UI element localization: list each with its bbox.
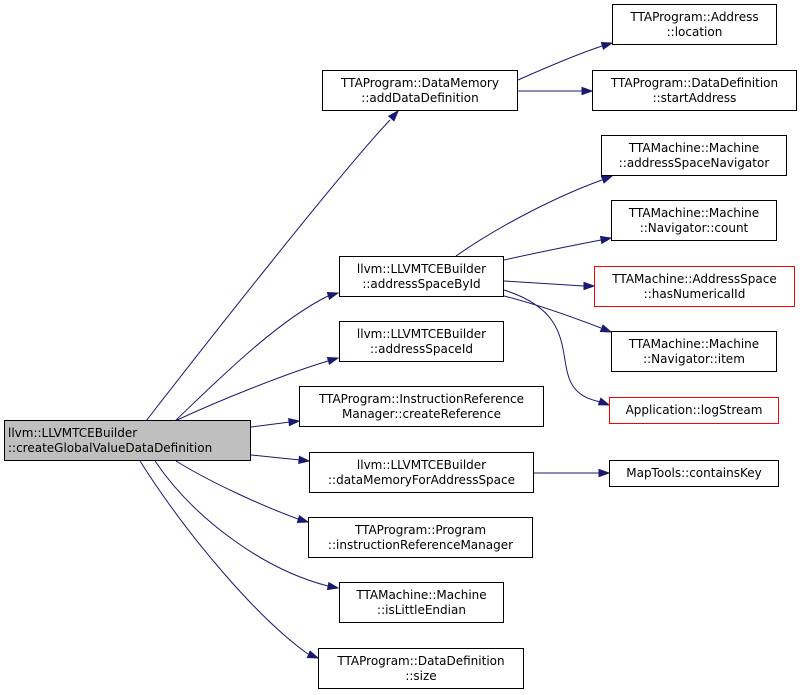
node-n13[interactable]: MapTools::containsKey bbox=[609, 460, 779, 487]
edge-n4-to-n7 bbox=[503, 280, 585, 287]
node-n10-line-1: llvm::LLVMTCEBuilder bbox=[356, 326, 487, 341]
arrowhead-root-to-n15 bbox=[326, 581, 340, 591]
edge-n4-to-n5 bbox=[455, 179, 603, 257]
node-n11[interactable]: TTAProgram::InstructionReference Manager… bbox=[299, 386, 544, 427]
node-n1-line-1: TTAProgram::DataMemory bbox=[341, 75, 499, 90]
node-n7[interactable]: TTAMachine::AddressSpace ::hasNumericalI… bbox=[594, 266, 795, 307]
edge-n4-to-n9 bbox=[503, 289, 602, 403]
node-n5[interactable]: TTAMachine::Machine ::addressSpaceNaviga… bbox=[601, 135, 787, 176]
node-n12-line-2: ::dataMemoryForAddressSpace bbox=[327, 472, 516, 487]
edge-root-to-n15 bbox=[154, 460, 329, 587]
node-n10[interactable]: llvm::LLVMTCEBuilder ::addressSpaceId bbox=[339, 321, 504, 362]
node-n16-line-1: TTAProgram::DataDefinition bbox=[337, 653, 505, 668]
node-root: llvm::LLVMTCEBuilder ::createGlobalValue… bbox=[4, 420, 251, 461]
arrowhead-n4-to-n6 bbox=[599, 235, 613, 245]
node-n15-line-1: TTAMachine::Machine bbox=[356, 587, 487, 602]
node-n11-line-2: Manager::createReference bbox=[342, 406, 501, 421]
arrowhead-n1-to-n2 bbox=[600, 41, 614, 51]
arrowhead-root-to-n10 bbox=[326, 356, 340, 366]
arrowhead-n12-to-n13 bbox=[598, 468, 611, 478]
node-n5-line-2: ::addressSpaceNavigator bbox=[618, 155, 770, 170]
node-n14-line-1: TTAProgram::Program bbox=[354, 522, 487, 537]
node-n3[interactable]: TTAProgram::DataDefinition ::startAddres… bbox=[592, 70, 797, 111]
node-n8-line-2: ::Navigator::item bbox=[643, 351, 745, 366]
node-n14-line-2: ::instructionReferenceManager bbox=[327, 537, 514, 552]
node-n16[interactable]: TTAProgram::DataDefinition ::size bbox=[318, 648, 524, 689]
node-n4-line-1: llvm::LLVMTCEBuilder bbox=[356, 261, 487, 276]
node-n3-line-1: TTAProgram::DataDefinition bbox=[610, 75, 779, 90]
node-n5-line-1: TTAMachine::Machine bbox=[628, 140, 760, 155]
node-n9-line-1: Application::logStream bbox=[625, 403, 763, 417]
edge-n4-to-n8 bbox=[503, 295, 602, 329]
edge-n4-to-n6 bbox=[503, 239, 602, 261]
edge-root-to-n12 bbox=[250, 454, 301, 461]
node-n4-line-2: ::addressSpaceById bbox=[362, 276, 481, 291]
edge-root-to-n10 bbox=[174, 360, 329, 422]
node-n1-line-2: ::addDataDefinition bbox=[361, 90, 479, 105]
arrowhead-root-to-n11 bbox=[288, 417, 301, 427]
arrowhead-root-to-n16 bbox=[306, 650, 320, 659]
node-n6[interactable]: TTAMachine::Machine ::Navigator::count bbox=[611, 200, 777, 241]
node-n3-line-2: ::startAddress bbox=[652, 90, 737, 105]
node-n9[interactable]: Application::logStream bbox=[609, 397, 779, 424]
node-n10-line-2: ::addressSpaceId bbox=[370, 341, 473, 356]
node-root-line-2: ::createGlobalValueDataDefinition bbox=[8, 440, 213, 455]
node-n7-line-2: ::hasNumericalId bbox=[643, 286, 746, 301]
node-n8[interactable]: TTAMachine::Machine ::Navigator::item bbox=[611, 331, 777, 372]
node-n14[interactable]: TTAProgram::Program ::instructionReferen… bbox=[308, 517, 533, 558]
node-root-line-1: llvm::LLVMTCEBuilder bbox=[8, 425, 138, 440]
node-n15-line-2: ::isLittleEndian bbox=[377, 602, 466, 617]
arrowhead-n4-to-n8 bbox=[599, 324, 613, 333]
node-n6-line-2: ::Navigator::count bbox=[639, 220, 749, 235]
edge-n1-to-n2 bbox=[517, 45, 603, 81]
edge-root-to-n4 bbox=[174, 295, 329, 422]
edge-root-to-n14 bbox=[175, 460, 299, 520]
node-n12-line-1: llvm::LLVMTCEBuilder bbox=[356, 457, 487, 472]
node-n2-line-1: TTAProgram::Address bbox=[630, 9, 759, 24]
node-n11-line-1: TTAProgram::InstructionReference bbox=[318, 391, 525, 406]
node-n2[interactable]: TTAProgram::Address ::location bbox=[612, 4, 777, 45]
node-n6-line-1: TTAMachine::Machine bbox=[628, 205, 760, 220]
node-n4[interactable]: llvm::LLVMTCEBuilder ::addressSpaceById bbox=[339, 256, 504, 297]
node-n16-line-2: ::size bbox=[405, 668, 437, 683]
edge-root-to-n1 bbox=[145, 119, 391, 422]
arrowhead-n4-to-n9 bbox=[597, 397, 611, 406]
arrowhead-root-to-n4 bbox=[326, 291, 340, 301]
arrowhead-n4-to-n5 bbox=[600, 175, 614, 184]
node-n12[interactable]: llvm::LLVMTCEBuilder ::dataMemoryForAddr… bbox=[309, 452, 534, 493]
arrowhead-root-to-n12 bbox=[298, 455, 311, 465]
edge-root-to-n11 bbox=[250, 421, 291, 428]
arrowhead-n1-to-n3 bbox=[581, 86, 594, 96]
arrowhead-root-to-n14 bbox=[296, 514, 310, 524]
node-n2-line-2: ::location bbox=[666, 24, 723, 39]
node-n1[interactable]: TTAProgram::DataMemory ::addDataDefiniti… bbox=[322, 70, 518, 111]
node-n7-line-1: TTAMachine::AddressSpace bbox=[612, 271, 777, 286]
node-n8-line-1: TTAMachine::Machine bbox=[628, 336, 760, 351]
arrowhead-n4-to-n7 bbox=[583, 281, 596, 291]
edge-root-to-n16 bbox=[139, 460, 309, 655]
node-n15[interactable]: TTAMachine::Machine ::isLittleEndian bbox=[339, 582, 504, 623]
node-n13-line-1: MapTools::containsKey bbox=[626, 466, 762, 480]
arrowhead-root-to-n1 bbox=[387, 109, 400, 122]
